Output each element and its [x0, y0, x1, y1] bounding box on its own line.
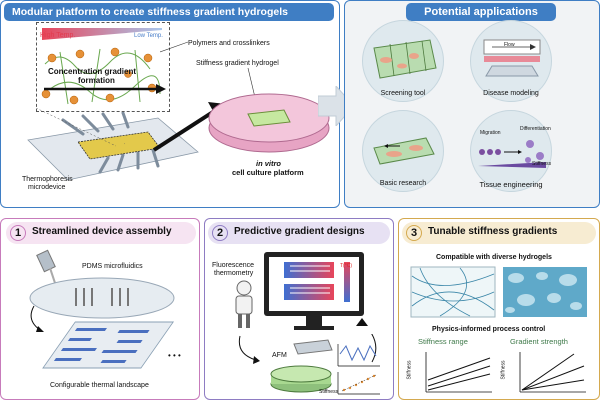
applications-banner: Potential applications	[406, 3, 556, 21]
section-2-number: 2	[212, 225, 228, 241]
section-3-title: Tunable stiffness gradients	[428, 226, 558, 237]
physics-label: Physics-informed process control	[432, 326, 546, 333]
thermal-landscape-icon	[42, 321, 175, 369]
stiffness-hydrogel-label: Stiffness gradient hydrogel	[196, 60, 279, 67]
section-2-title: Predictive gradient designs	[234, 226, 365, 237]
petri-dish-icon	[208, 93, 330, 153]
compat-label: Compatible with diverse hydrogels	[436, 254, 552, 261]
basic-research-label: Basic research	[379, 180, 427, 187]
disease-modeling-label: Disease modeling	[483, 90, 539, 97]
callout-line	[160, 41, 189, 53]
hydrogel-sample-icon	[270, 365, 332, 393]
tissue-engineering-icon	[478, 140, 546, 168]
afm-instrument-icon	[293, 339, 333, 355]
invitro-label-2: cell culture platform	[232, 168, 304, 177]
section-1-number: 1	[10, 225, 26, 241]
config-label: Configurable thermal landscape	[50, 382, 149, 389]
platform-banner: Modular platform to create stiffness gra…	[4, 3, 334, 21]
range-label: Stiffness range	[418, 337, 468, 346]
wave-plot-icon	[337, 344, 380, 367]
stiffness-axis-label: Stiffness	[319, 389, 339, 395]
fluorescence-label-1: Fluorescence	[212, 262, 255, 269]
strength-plot-icon	[519, 352, 586, 393]
conc-gradient-label-1: Concentration gradient	[48, 67, 137, 76]
differentiation-label: Differentiation	[520, 126, 551, 132]
basic-research-icon	[373, 137, 435, 165]
monitor-icon	[264, 252, 364, 330]
section-1-title: Streamlined device assembly	[32, 226, 172, 237]
thermophoresis-label-2: microdevice	[28, 184, 66, 191]
gradient-arrow-icon	[44, 84, 166, 94]
dots-label: • • •	[168, 351, 181, 360]
strength-label: Gradient strength	[510, 337, 568, 346]
porous-hydrogel-icon	[503, 267, 587, 317]
thermophoresis-label-1: Thermophoresis	[22, 176, 73, 183]
invitro-label-1: in vitro	[256, 159, 282, 168]
tissue-engineering-label: Tissue engineering	[479, 180, 543, 189]
feedback-arrows	[238, 334, 377, 364]
range-axis-label: Stiffness	[406, 360, 413, 380]
concentration-gradient-box	[36, 22, 170, 112]
low-temp-label: Low Temp.	[134, 33, 163, 39]
disease-modeling-icon	[483, 39, 541, 77]
range-plot-icon	[425, 352, 492, 393]
thermophoresis-microdevice-icon	[27, 112, 199, 181]
feedback-arrow-up	[356, 318, 368, 326]
section-3-number: 3	[406, 225, 422, 241]
polymer-network-icon	[41, 47, 161, 105]
section-3-header	[402, 222, 596, 244]
pdms-label: PDMS microfluidics	[82, 263, 143, 270]
section-2-header	[208, 222, 390, 244]
tc-label: T(°C)	[340, 263, 352, 269]
pdms-pouring-icon	[29, 249, 175, 319]
fluorescence-label-2: thermometry	[214, 270, 254, 277]
screening-tool-icon	[373, 39, 437, 79]
stiffness-arrow-label: Stiffness	[532, 161, 552, 167]
polymers-label: Polymers and crosslinkers	[188, 40, 270, 47]
migration-label: Migration	[480, 130, 501, 136]
zoom-lines	[36, 108, 126, 147]
flow-label: Flow	[504, 42, 515, 48]
section-1-header	[6, 222, 196, 244]
config-curve-arrow	[30, 305, 44, 332]
fiber-hydrogel-icon	[410, 266, 496, 318]
high-temp-label: High Temp.	[40, 32, 76, 39]
conc-gradient-label-2: formation	[78, 76, 115, 85]
afm-label: AFM	[272, 352, 287, 359]
scatter-plot-icon	[337, 372, 380, 395]
temperature-gradient-bar	[42, 28, 162, 40]
strength-axis-label: Stiffness	[500, 360, 507, 380]
screening-tool-label: Screening tool	[380, 90, 426, 97]
robot-icon	[235, 280, 253, 328]
